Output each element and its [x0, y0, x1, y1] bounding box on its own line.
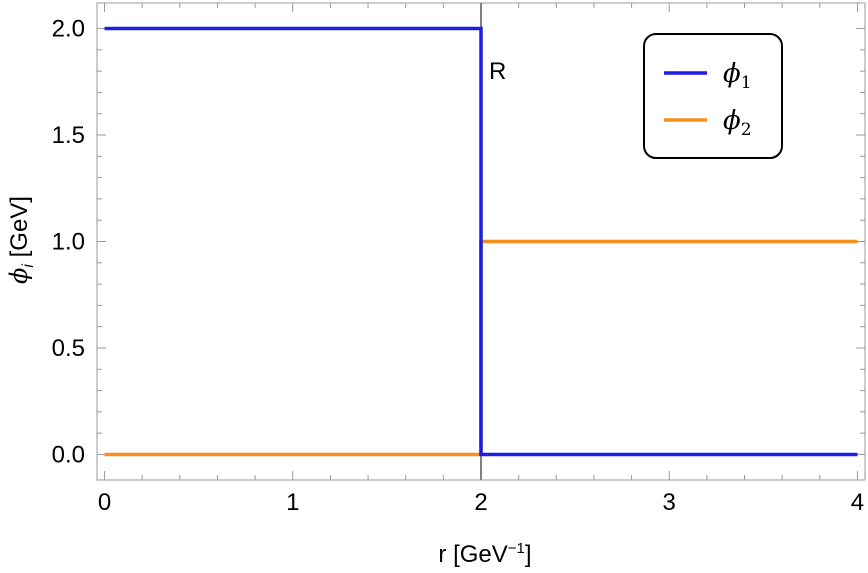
y-axis-label-end: [GeV]	[6, 196, 33, 264]
x-axis-label-main: r [GeV	[438, 541, 507, 568]
x-tick-label: 3	[663, 489, 676, 516]
x-tick-label: 0	[98, 489, 111, 516]
legend-label-phi1-sub: 1	[741, 73, 752, 93]
y-axis-label: ϕi [GeV]	[5, 196, 37, 284]
y-tick-label: 0.0	[52, 441, 85, 468]
y-axis-label-sub: i	[20, 264, 37, 268]
y-axis-label-symbol: ϕ	[5, 268, 33, 284]
series-line-phi1	[104, 26, 858, 457]
x-tick-label: 1	[286, 489, 299, 516]
x-axis-label: r [GeV−1]	[438, 540, 531, 568]
x-tick-label: 4	[851, 489, 864, 516]
legend-label-phi1: ϕ1	[723, 59, 752, 93]
y-tick-label: 1.0	[52, 229, 85, 256]
x-axis-label-sup: −1	[508, 540, 525, 557]
legend-box	[643, 33, 783, 159]
legend-label-phi2-symbol: ϕ	[723, 106, 741, 136]
legend-label-phi1-symbol: ϕ	[723, 59, 741, 89]
y-tick-label: 0.5	[52, 335, 85, 362]
y-tick-label: 2.0	[52, 16, 85, 43]
x-axis-label-end: ]	[525, 541, 532, 568]
legend-label-phi2: ϕ2	[723, 106, 752, 140]
y-tick-label: 1.5	[52, 122, 85, 149]
tick-labels: 0 1 2 3 4 0.0 0.5 1.0 1.5 2.0	[52, 16, 865, 516]
legend-label-phi2-sub: 2	[741, 120, 752, 140]
legend: ϕ1 ϕ2	[643, 33, 783, 159]
x-tick-label: 2	[474, 489, 487, 516]
series-lines	[104, 26, 858, 457]
reference-line-label: R	[489, 58, 506, 85]
